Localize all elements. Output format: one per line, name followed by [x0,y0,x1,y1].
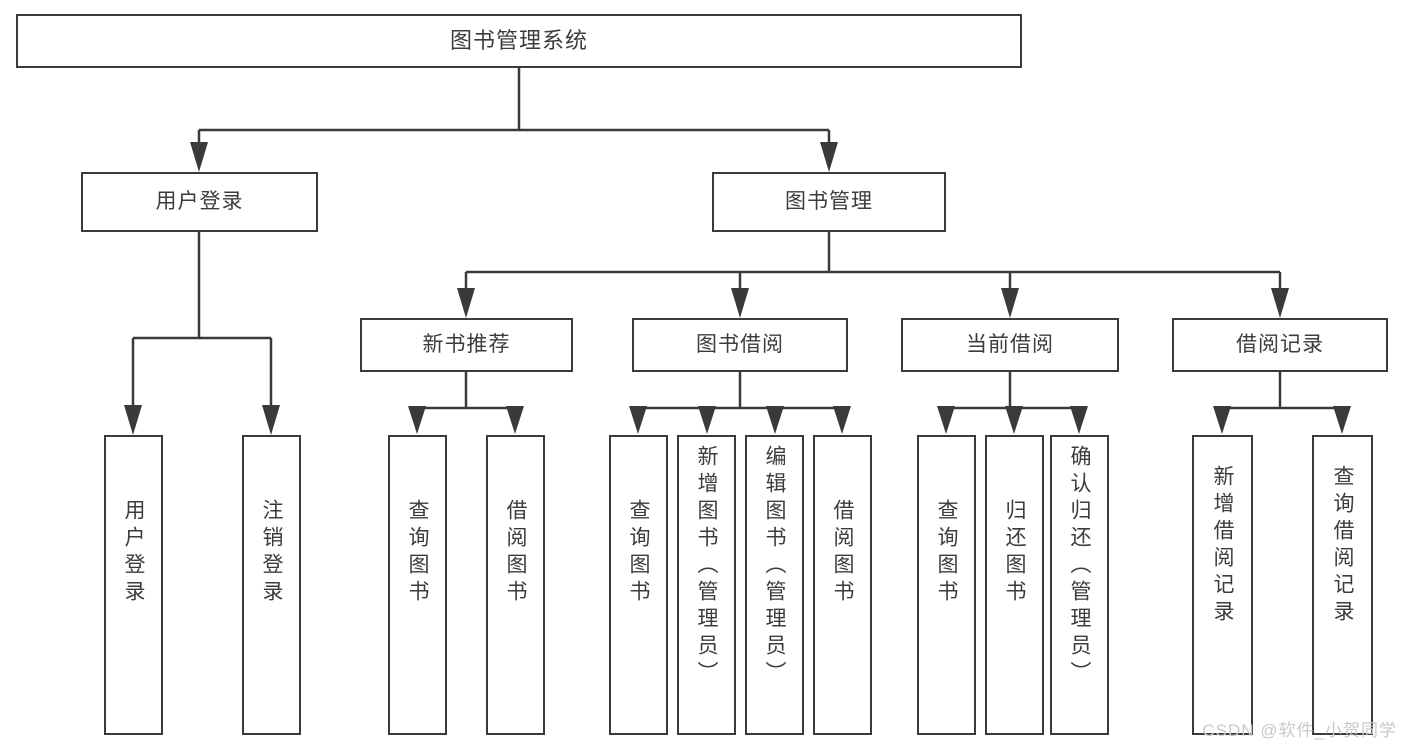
leaf-query-book-3[interactable]: 查询图书 [917,435,976,735]
leaf-add-book[interactable]: 新增图书（管理员） [677,435,736,735]
arrow-leaf-query-book-1 [408,406,426,434]
node-current-borrow[interactable]: 当前借阅 [901,318,1119,372]
leaf-logout-label: 注销登录 [260,499,283,607]
arrow-leaf-borrow-book-1 [506,406,524,434]
leaf-query-record[interactable]: 查询借阅记录 [1312,435,1373,735]
node-new-book-recommend[interactable]: 新书推荐 [360,318,573,372]
leaf-user-login-label: 用户登录 [122,499,145,607]
arrow-to-current-borrow [1001,288,1019,318]
arrow-to-book-borrow [731,288,749,318]
leaf-add-record[interactable]: 新增借阅记录 [1192,435,1253,735]
leaf-query-book-1-label: 查询图书 [406,499,429,607]
arrow-leaf-confirm-return [1070,406,1088,434]
node-book-manage[interactable]: 图书管理 [712,172,946,232]
node-book-borrow[interactable]: 图书借阅 [632,318,848,372]
leaf-logout[interactable]: 注销登录 [242,435,301,735]
arrow-to-borrow-record [1271,288,1289,318]
arrow-leaf-user-login [124,405,142,435]
leaf-query-record-label: 查询借阅记录 [1331,465,1354,627]
arrow-to-user-login [190,142,208,172]
arrow-leaf-add-record [1213,406,1231,434]
leaf-edit-book[interactable]: 编辑图书（管理员） [745,435,804,735]
node-book-borrow-label: 图书借阅 [696,332,784,356]
leaf-confirm-return[interactable]: 确认归还（管理员） [1050,435,1109,735]
arrow-leaf-query-record [1333,406,1351,434]
arrow-to-book-manage [820,142,838,172]
leaf-query-book-1[interactable]: 查询图书 [388,435,447,735]
arrow-leaf-add-book [698,406,716,434]
leaf-confirm-return-label: 确认归还（管理员） [1068,445,1091,688]
arrow-leaf-logout [262,405,280,435]
leaf-query-book-3-label: 查询图书 [935,499,958,607]
leaf-edit-book-label: 编辑图书（管理员） [763,445,786,688]
arrow-leaf-edit-book [766,406,784,434]
arrow-leaf-query-book-3 [937,406,955,434]
node-new-book-recommend-label: 新书推荐 [422,332,511,356]
node-book-manage-label: 图书管理 [785,189,873,213]
node-user-login-label: 用户登录 [155,189,244,213]
leaf-query-book-2[interactable]: 查询图书 [609,435,668,735]
leaf-user-login[interactable]: 用户登录 [104,435,163,735]
arrow-leaf-query-book-2 [629,406,647,434]
leaf-borrow-book-2[interactable]: 借阅图书 [813,435,872,735]
arrow-leaf-borrow-book-2 [833,406,851,434]
leaf-borrow-book-2-label: 借阅图书 [831,499,854,607]
leaf-add-book-label: 新增图书（管理员） [695,445,718,688]
leaf-borrow-book-1-label: 借阅图书 [504,499,527,607]
leaf-add-record-label: 新增借阅记录 [1211,465,1234,627]
leaf-query-book-2-label: 查询图书 [627,499,650,607]
node-borrow-record-label: 借阅记录 [1236,332,1324,356]
leaf-return-book[interactable]: 归还图书 [985,435,1044,735]
arrow-leaf-return-book [1005,406,1023,434]
leaf-borrow-book-1[interactable]: 借阅图书 [486,435,545,735]
node-borrow-record[interactable]: 借阅记录 [1172,318,1388,372]
node-root-system[interactable]: 图书管理系统 [16,14,1022,68]
leaf-return-book-label: 归还图书 [1003,499,1026,607]
node-current-borrow-label: 当前借阅 [966,332,1054,356]
arrow-to-new-book-rec [457,288,475,318]
node-root-system-label: 图书管理系统 [449,28,588,54]
node-user-login[interactable]: 用户登录 [81,172,318,232]
